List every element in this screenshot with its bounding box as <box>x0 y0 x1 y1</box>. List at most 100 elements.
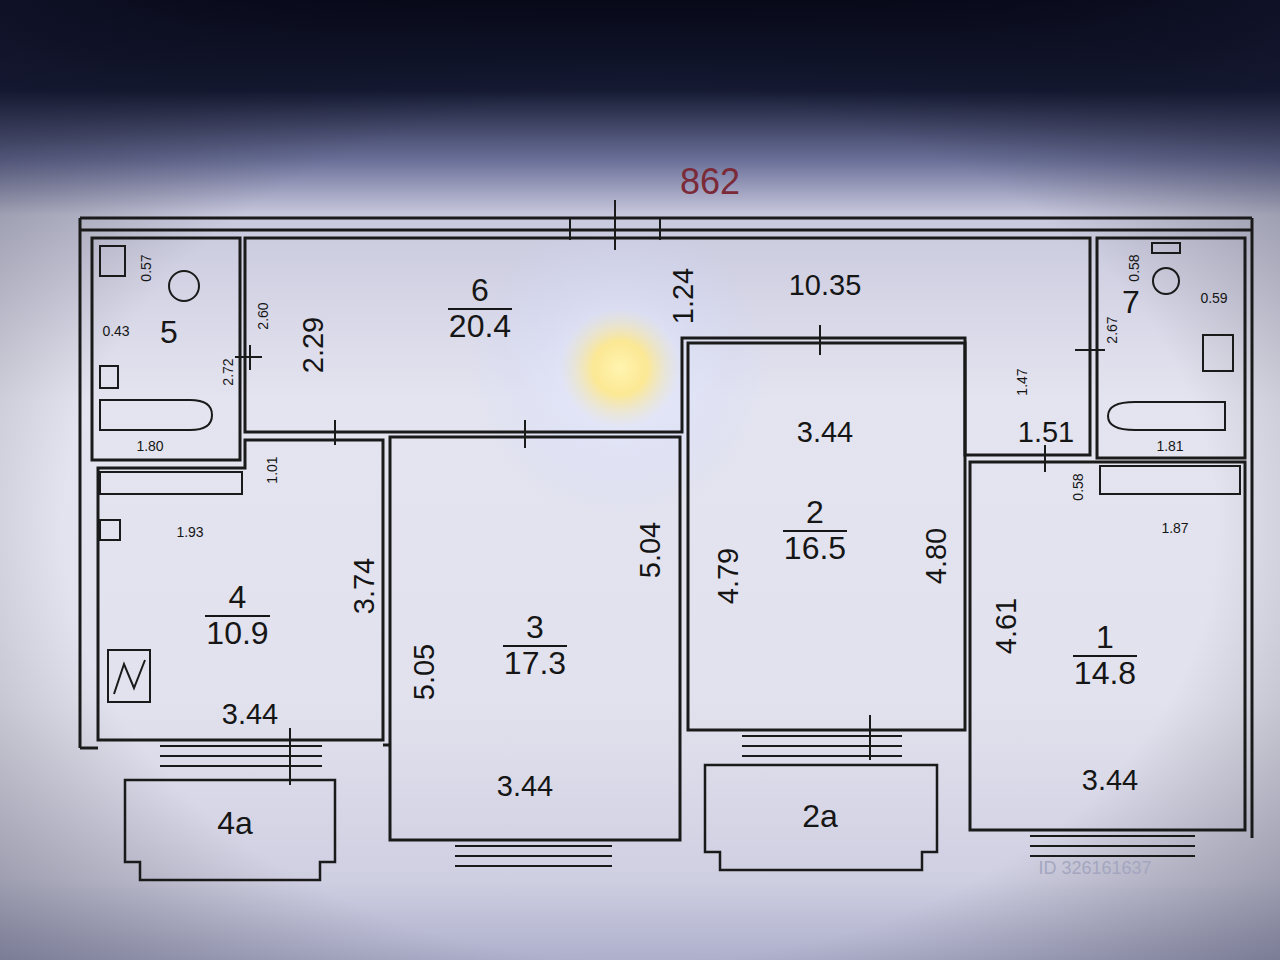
room-label: 2a <box>801 800 839 834</box>
room-label: 317.3 <box>503 611 567 680</box>
room-label: 7 <box>1121 286 1141 320</box>
room-area: 317.3 <box>475 590 595 702</box>
door-ticks <box>334 420 336 445</box>
balcony-area: 4a <box>150 795 320 853</box>
room-number: 6 <box>448 274 512 310</box>
dimension-label: 0.59 <box>1200 291 1227 305</box>
dimension-label: 4.61 <box>992 598 1021 654</box>
room-area: 16.5 <box>783 532 847 566</box>
room-number: 1 <box>1073 621 1137 657</box>
door-ticks <box>1089 338 1091 362</box>
room-label: 620.4 <box>448 274 512 343</box>
walls <box>245 238 1090 455</box>
walls <box>688 343 965 730</box>
windows <box>742 745 902 747</box>
walls <box>92 238 240 460</box>
room-label: 4a <box>216 807 254 841</box>
overall-dimension: 862 <box>680 164 740 200</box>
balconies <box>125 765 937 880</box>
door-ticks <box>249 345 251 370</box>
dimension-label: 0.57 <box>139 254 153 281</box>
windows <box>659 218 661 240</box>
bathroom-fixtures <box>114 660 145 694</box>
dimension-label: 3.44 <box>797 418 853 447</box>
bathroom-fixtures <box>1108 402 1225 430</box>
dimension-label: 1.80 <box>136 439 163 453</box>
bathroom-area: 5 <box>142 305 196 361</box>
dimension-label: 4.80 <box>922 528 951 584</box>
glare-spot <box>470 218 770 518</box>
windows <box>869 715 871 760</box>
dimension-label: 0.58 <box>1071 473 1085 500</box>
bathroom-fixtures <box>100 520 120 540</box>
windows <box>160 218 1195 866</box>
room-area: 10.9 <box>205 617 269 651</box>
windows <box>160 745 322 747</box>
walls <box>970 462 1245 830</box>
bathroom-fixtures <box>100 366 118 388</box>
room-label: 410.9 <box>205 581 269 650</box>
walls <box>80 747 98 750</box>
windows <box>455 855 612 857</box>
room-area: 14.8 <box>1073 657 1137 691</box>
room-number: 5 <box>159 316 179 350</box>
bathroom-fixtures <box>108 650 150 702</box>
door-ticks <box>819 325 821 355</box>
bathroom-fixtures <box>100 243 1233 702</box>
dimension-label: 2.29 <box>299 317 328 373</box>
windows <box>569 218 571 240</box>
door-ticks <box>524 420 526 448</box>
dimension-label: 1.87 <box>1161 521 1188 535</box>
bathroom-fixtures <box>100 246 125 276</box>
room-number: 4 <box>205 581 269 617</box>
dimension-label: 2.67 <box>1105 316 1119 343</box>
room-label: 5 <box>159 316 179 350</box>
wardrobes <box>100 472 242 494</box>
dimension-label: 2.60 <box>256 302 270 329</box>
balcony-area: 2a <box>730 788 910 846</box>
balconies <box>705 765 937 870</box>
dimension-label: 10.35 <box>789 271 862 300</box>
room-label: 216.5 <box>783 496 847 565</box>
dimension-label: 2.72 <box>221 358 235 385</box>
hall-area: 620.4 <box>420 252 540 366</box>
bathroom-fixtures <box>169 271 199 301</box>
dimension-label: 1.81 <box>1156 439 1183 453</box>
windows <box>160 765 322 767</box>
walls <box>80 218 1252 840</box>
room-label: 114.8 <box>1073 621 1137 690</box>
dimension-label: 3.44 <box>1082 766 1138 795</box>
room-area: 216.5 <box>755 475 875 587</box>
windows <box>1030 855 1195 857</box>
dimension-label: 4.79 <box>714 548 743 604</box>
walls <box>383 744 390 747</box>
wardrobes <box>1100 466 1240 494</box>
dimension-label: 3.44 <box>222 700 278 729</box>
walls <box>98 440 383 740</box>
room-number: 2a <box>801 800 839 834</box>
room-area: 20.4 <box>448 310 512 344</box>
dimension-label: 1.51 <box>1018 418 1074 447</box>
room-number: 7 <box>1121 286 1141 320</box>
room-number: 4a <box>216 807 254 841</box>
dimension-label: 3.44 <box>497 772 553 801</box>
dimension-label: 0.58 <box>1127 254 1141 281</box>
watermark: ID 326161637 <box>1038 859 1151 877</box>
windows <box>160 755 322 757</box>
walls <box>80 229 1252 232</box>
walls <box>79 218 82 748</box>
door-ticks <box>614 200 616 250</box>
windows <box>289 728 291 785</box>
door-ticks <box>1044 445 1046 472</box>
dimension-label: 5.05 <box>410 644 439 700</box>
dimension-label: 1.47 <box>1015 368 1029 395</box>
bathroom-fixtures <box>1152 243 1180 253</box>
windows <box>1030 835 1195 837</box>
room-area: 114.8 <box>1045 600 1165 712</box>
walls <box>1097 238 1245 458</box>
bathroom-fixtures <box>100 400 212 430</box>
windows <box>455 845 612 847</box>
kitchen-area: 410.9 <box>180 560 295 672</box>
windows <box>455 865 612 867</box>
